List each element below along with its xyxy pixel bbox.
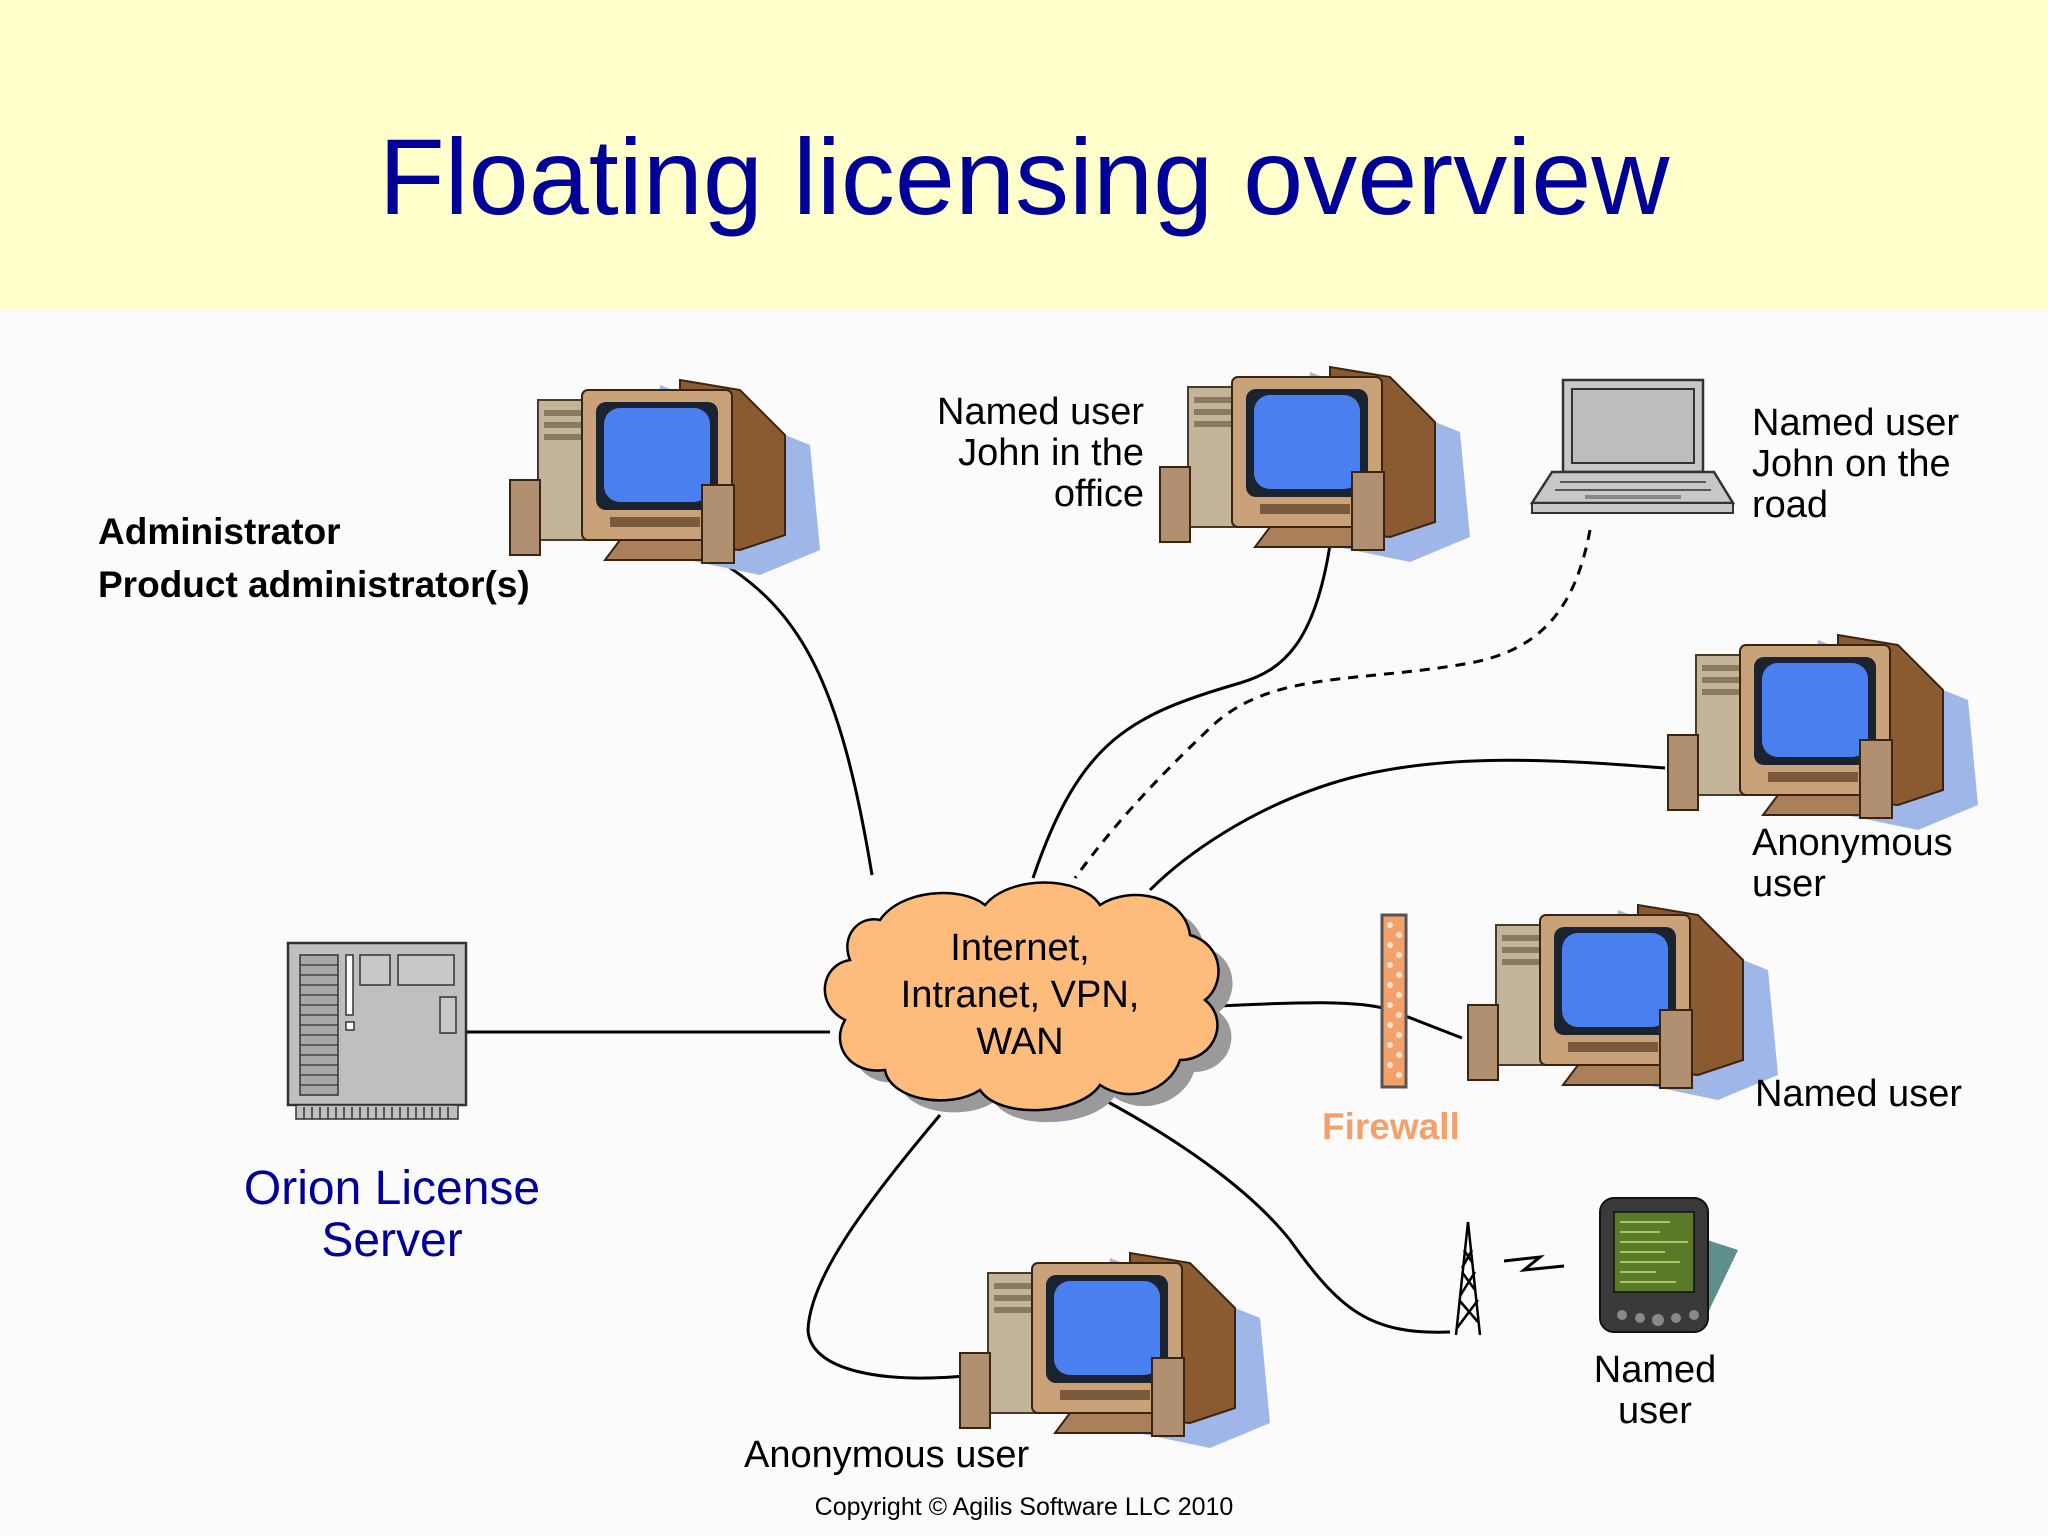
admin-labels: Administrator Product administrator(s): [98, 505, 530, 611]
title-band: [0, 0, 2048, 310]
link-office: [1031, 544, 1332, 879]
anon-right-computer-icon: [1667, 634, 1979, 831]
road-label-line-2: John on the: [1752, 443, 1951, 485]
pda-label-line-1: Named: [1593, 1349, 1717, 1391]
cloud-line-1: Internet,: [950, 927, 1090, 969]
link-road: [1073, 529, 1592, 879]
office-computer-icon: [1159, 366, 1471, 563]
cloud-label: Internet, Intranet, VPN, WAN: [850, 925, 1190, 1066]
server-label-line-2: Server: [321, 1214, 463, 1267]
anon-bottom-user-label: Anonymous user: [744, 1434, 1030, 1476]
page-title: Floating licensing overview: [378, 116, 1670, 237]
pda-icon: [1599, 1197, 1738, 1333]
admin-label: Administrator: [98, 511, 341, 552]
link-pda: [1094, 1093, 1451, 1334]
office-label-line-2: John in the: [958, 432, 1144, 474]
laptop-icon: [1529, 378, 1736, 514]
antenna-tower-icon: [1454, 1221, 1482, 1336]
cloud-line-3: WAN: [976, 1021, 1064, 1063]
wireless-signal-icon: [1503, 1254, 1565, 1272]
anon-bottom-computer-icon: [959, 1252, 1271, 1449]
pda-user-label: Named user: [1560, 1350, 1750, 1432]
office-label-line-1: Named user: [937, 391, 1144, 433]
office-user-label: Named user John in the office: [880, 392, 1144, 515]
admin-computer-icon: [509, 379, 821, 576]
road-label-line-3: road: [1752, 484, 1829, 526]
firewall-label: Firewall: [1322, 1106, 1460, 1147]
firewall-icon: [1380, 913, 1408, 1089]
link-anon-right: [1148, 758, 1666, 892]
anon-right-label-line-2: user: [1752, 863, 1826, 905]
office-label-line-3: office: [1053, 473, 1144, 515]
road-user-label: Named user John on the road: [1752, 403, 1959, 526]
link-named-right: [1217, 1001, 1463, 1040]
license-server-icon: [286, 941, 468, 1120]
cloud-line-2: Intranet, VPN,: [900, 974, 1140, 1016]
link-admin: [717, 558, 874, 876]
product-admin-label: Product administrator(s): [98, 564, 530, 605]
server-label: Orion License Server: [212, 1163, 572, 1267]
copyright-footer: Copyright © Agilis Software LLC 2010: [814, 1493, 1234, 1521]
pda-label-line-2: user: [1618, 1390, 1692, 1432]
named-right-computer-icon: [1467, 904, 1779, 1101]
link-anon-bottom: [806, 1114, 976, 1380]
network-cloud: [823, 881, 1233, 1123]
road-label-line-1: Named user: [1752, 402, 1959, 444]
named-right-user-label: Named user: [1755, 1073, 1962, 1115]
anon-right-label-line-1: Anonymous: [1752, 822, 1953, 864]
server-label-line-1: Orion License: [243, 1162, 541, 1215]
anon-right-user-label: Anonymous user: [1752, 823, 1953, 905]
